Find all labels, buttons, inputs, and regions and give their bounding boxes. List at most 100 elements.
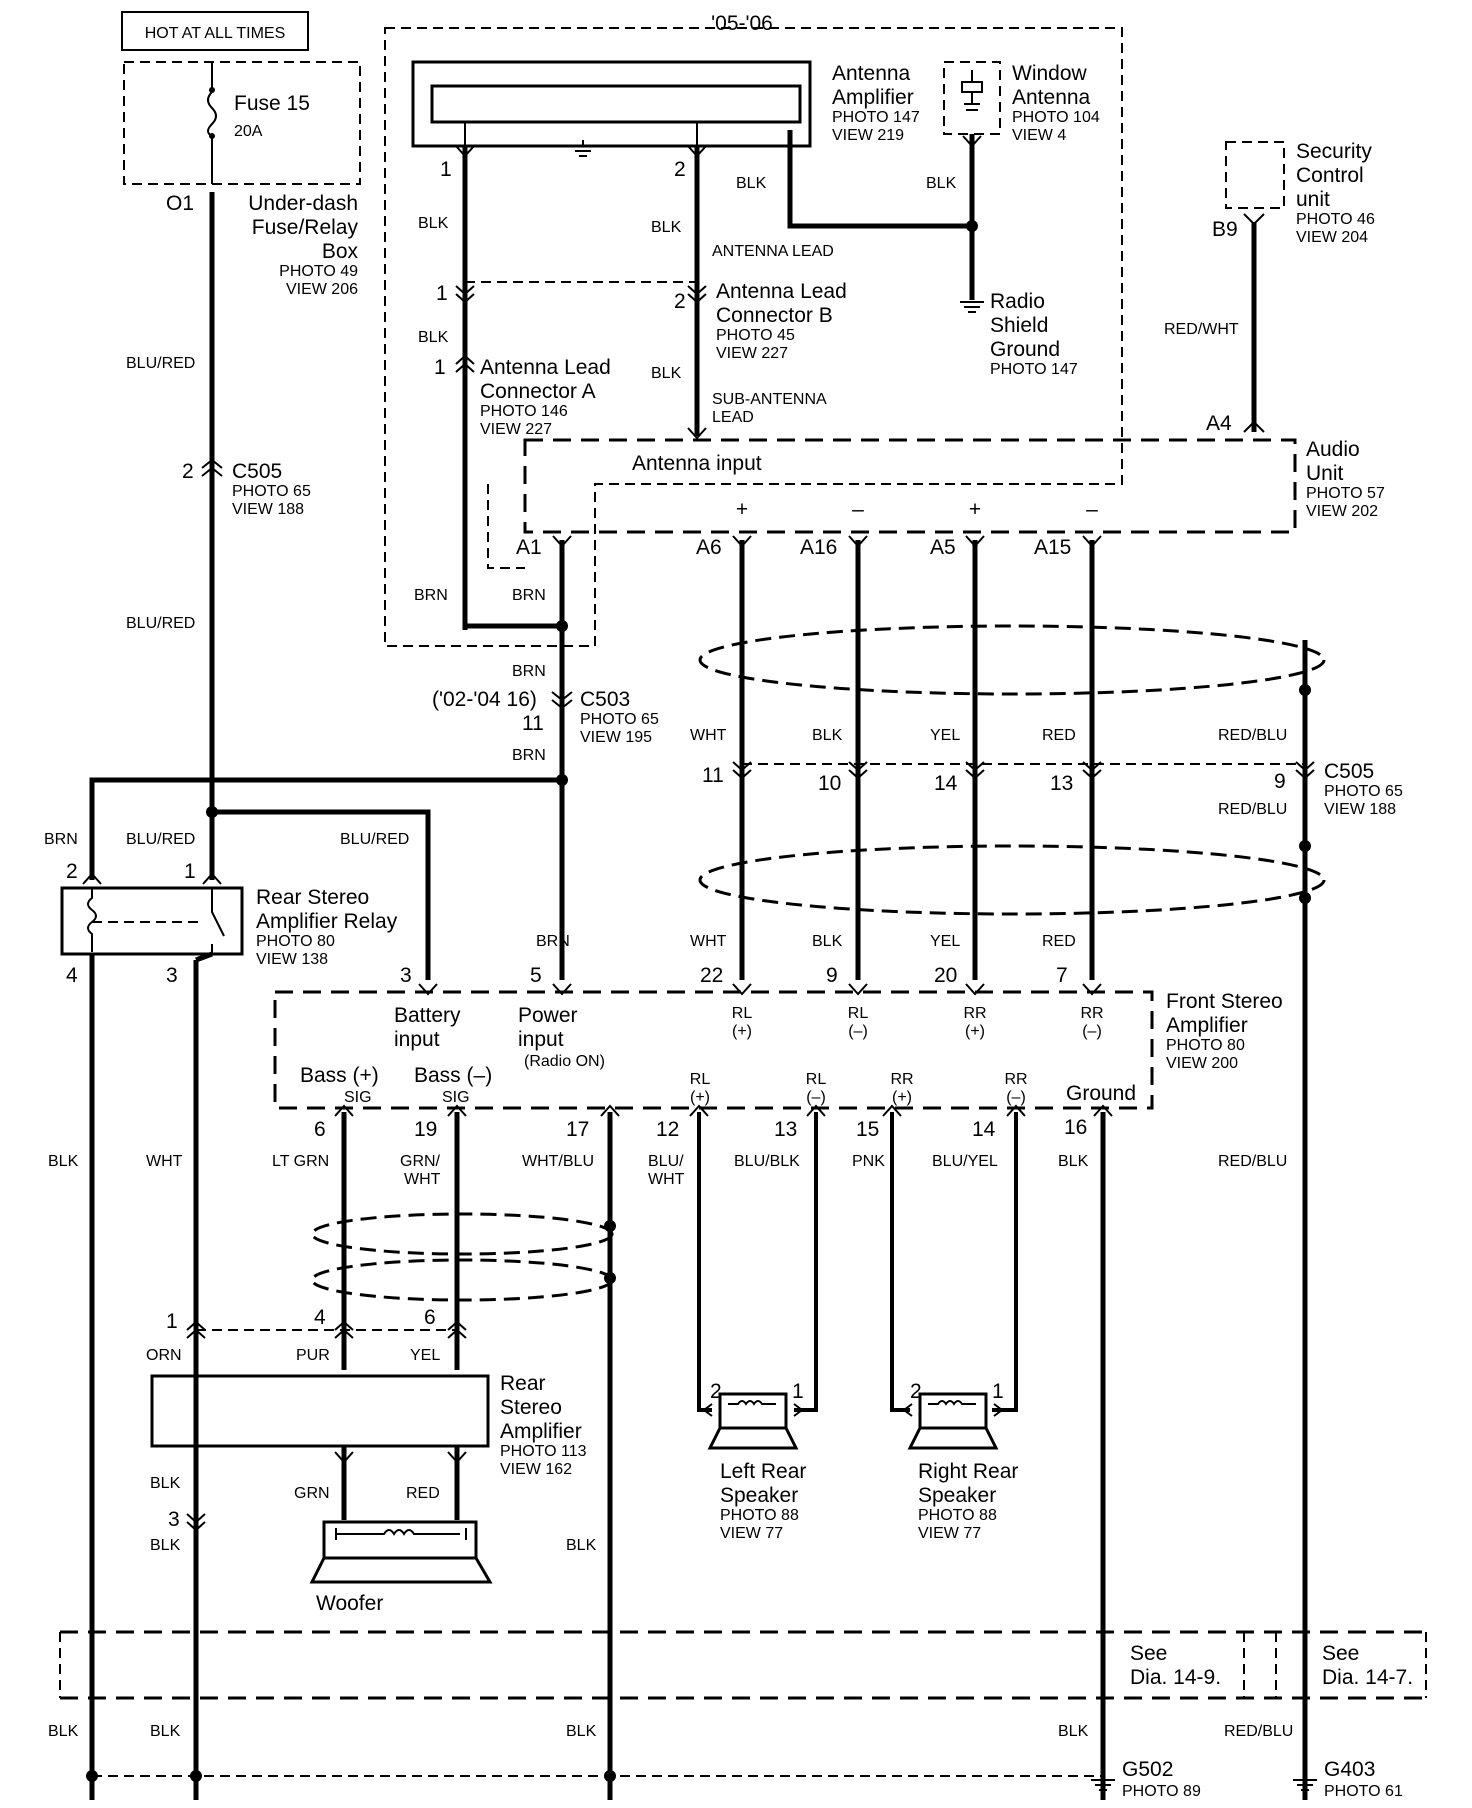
label-relay-l2: Amplifier Relay <box>256 910 398 933</box>
wire-segment <box>201 458 223 477</box>
label-see2-l1: See <box>1322 1642 1359 1665</box>
splice-dot <box>556 620 568 632</box>
wire-segment <box>335 1528 467 1540</box>
label-front_amp-sig: SIG <box>344 1089 372 1106</box>
label-audio-signs-0: + <box>736 498 748 521</box>
label-audio-l2: Unit <box>1306 462 1344 485</box>
wire-segment <box>195 951 213 963</box>
label-wires-antenna_lead: ANTENNA LEAD <box>712 243 834 260</box>
label-left_spk-view: VIEW 77 <box>720 1525 783 1542</box>
label-audio-l1: Audio <box>1306 438 1360 461</box>
fuse-terminal: O1 <box>166 192 194 215</box>
label-wires-red_blu: RED/BLU <box>1218 727 1287 744</box>
security-control-unit <box>1225 141 1285 209</box>
label-ant_amp-photo: PHOTO 147 <box>832 109 920 126</box>
wire-segment <box>718 1392 788 1430</box>
wire-segment <box>455 354 475 373</box>
fuse-name: Fuse 15 <box>234 92 310 115</box>
wire-segment <box>487 484 525 569</box>
label-front_amp-out_labels-1-1: (–) <box>806 1089 826 1106</box>
label-security-l3: unit <box>1296 188 1330 211</box>
label-wires-blk: BLK <box>48 1723 79 1740</box>
wire-segment <box>455 145 475 158</box>
audio-unit <box>523 438 1297 534</box>
label-front_amp-out_labels-0-1: (+) <box>690 1089 710 1106</box>
label-conn_b-photo: PHOTO 45 <box>716 327 795 344</box>
label-wires-blu_blk: BLU/BLK <box>734 1153 800 1170</box>
label-wires-blk: BLK <box>651 365 682 382</box>
label-wires-blk: BLK <box>418 215 449 232</box>
splice-dot <box>190 1770 202 1782</box>
label-audio-photo: PHOTO 57 <box>1306 485 1385 502</box>
label-c505_mid-pins-4: 9 <box>1274 770 1286 793</box>
left-rear-speaker-icon <box>702 1392 804 1450</box>
c505-top-pin: 2 <box>182 460 194 483</box>
label-right_spk-photo: PHOTO 88 <box>918 1507 997 1524</box>
label-see1-l1: See <box>1130 1642 1167 1665</box>
wire-segment <box>334 1451 467 1464</box>
label-front_amp-bottom_pins-7: 16 <box>1064 1116 1087 1139</box>
label-wires-wht: WHT <box>690 727 727 744</box>
label-security-photo: PHOTO 46 <box>1296 211 1375 228</box>
label-front_amp-top_pins-4: 20 <box>934 964 957 987</box>
label-front_amp-bottom_pins-5: 15 <box>856 1118 879 1141</box>
hot-at-all-times-box <box>121 11 309 51</box>
label-wires-orn: ORN <box>146 1347 182 1364</box>
label-front_amp-in_labels-2-1: (+) <box>965 1023 985 1040</box>
label-rear_amp-l3: Amplifier <box>500 1420 582 1443</box>
c505-top-name: C505 <box>232 460 282 483</box>
label-ant_amp-pin1: 1 <box>440 158 452 181</box>
fuse-rating: 20A <box>234 123 263 140</box>
label-front_amp-top_pins-2: 22 <box>700 964 723 987</box>
label-conn_b-l2: Connector B <box>716 304 833 327</box>
label-c505_top-photo: PHOTO 65 <box>232 483 311 500</box>
label-wires-red: RED <box>406 1485 440 1502</box>
label-front_amp-l1: Front Stereo <box>1166 990 1283 1013</box>
label-wires-pur: PUR <box>296 1347 330 1364</box>
label-wires-brn: BRN <box>512 663 546 680</box>
label-c503-name: C503 <box>580 688 630 711</box>
label-front_amp-view: VIEW 200 <box>1166 1055 1238 1072</box>
label-right_spk-l2: Speaker <box>918 1484 996 1507</box>
splice-dot <box>604 1272 616 1284</box>
label-radio_shield-photo: PHOTO 147 <box>990 361 1078 378</box>
fuse-box-label-2: Fuse/Relay <box>252 216 359 239</box>
label-front_amp-l2: Amplifier <box>1166 1014 1248 1037</box>
label-g403-name: G403 <box>1324 1758 1375 1781</box>
g403-ground-icon <box>1293 1779 1317 1791</box>
label-front_amp-bottom_pins-0: 6 <box>314 1118 326 1141</box>
label-audio-antenna_input: Antenna input <box>632 452 762 475</box>
label-wires-blu_red: BLU/RED <box>126 355 195 372</box>
front-stereo-amplifier <box>273 990 1154 1110</box>
label-c505_mid-pins-1: 10 <box>818 772 841 795</box>
label-ant_amp-l1: Antenna <box>832 62 911 85</box>
label-win_ant-view: VIEW 4 <box>1012 127 1066 144</box>
label-wires-wht: WHT <box>690 933 727 950</box>
label-front_amp-out_labels-0-0: RL <box>690 1071 711 1088</box>
label-front_amp-power2: input <box>518 1028 564 1051</box>
label-audio-pins-1: A16 <box>800 536 837 559</box>
label-audio-signs-3: – <box>1086 498 1098 521</box>
label-rear_amp-view: VIEW 162 <box>500 1461 572 1478</box>
splice-dot <box>206 806 218 818</box>
label-relay-pins-3: 3 <box>166 964 178 987</box>
label-c505_mid-view: VIEW 188 <box>1324 801 1396 818</box>
label-c503-photo: PHOTO 65 <box>580 711 659 728</box>
label-relay-photo: PHOTO 80 <box>256 933 335 950</box>
label-audio-pin_a4: A4 <box>1206 412 1232 435</box>
wire-segment <box>728 1400 776 1406</box>
wire-segment <box>1243 420 1265 433</box>
label-g502-photo: PHOTO 89 <box>1122 1783 1201 1800</box>
label-front_amp-bass_minus: Bass (–) <box>414 1064 492 1087</box>
label-wires-red_blu: RED/BLU <box>1224 1723 1293 1740</box>
label-radio_shield-l2: Shield <box>990 314 1048 337</box>
label-c505_mid-pins-0: 11 <box>702 764 724 787</box>
wire-segment <box>418 983 1102 996</box>
label-security-l2: Control <box>1296 164 1364 187</box>
label-c503-view: VIEW 195 <box>580 729 652 746</box>
label-front_amp-out_labels-3-1: (–) <box>1006 1089 1026 1106</box>
wire-segment <box>322 1520 478 1560</box>
label-front_amp-top_pins-1: 5 <box>530 964 542 987</box>
label-audio-view: VIEW 202 <box>1306 503 1378 520</box>
label-win_ant-photo: PHOTO 104 <box>1012 109 1100 126</box>
